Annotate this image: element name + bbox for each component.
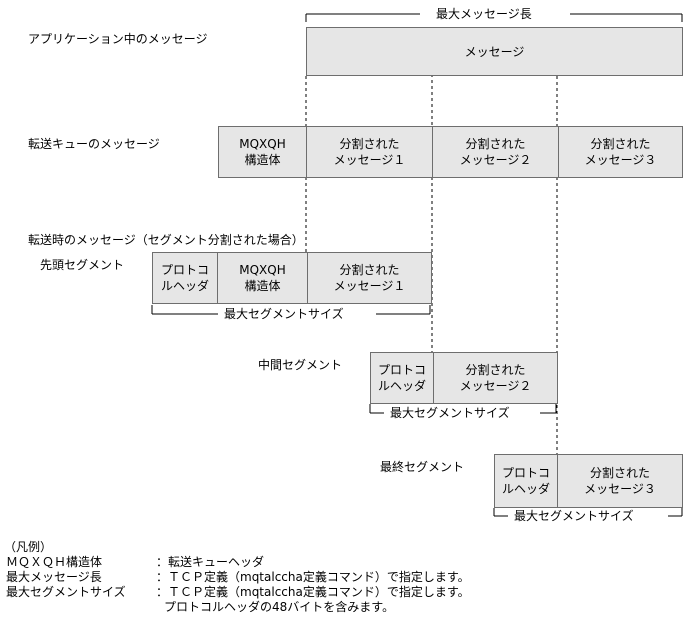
xmitq-cell-part3: 分割されたメッセージ３: [558, 127, 682, 177]
app-message-text: メッセージ: [464, 44, 525, 59]
segment2-bracket-label: 最大セグメントサイズ: [390, 406, 510, 420]
segment3-label: 最終セグメント: [380, 460, 465, 474]
segment1-bracket: [151, 305, 431, 315]
segment2-cell-part2: 分割されたメッセージ２: [433, 353, 557, 403]
segment3-cell-header: プロトコルヘッダ: [501, 466, 550, 496]
xmitq-cell-part1: 分割されたメッセージ１: [306, 127, 432, 177]
segment2-box: プロトコルヘッダ 分割されたメッセージ２: [370, 352, 558, 404]
segment2-bracket: [369, 404, 557, 414]
segment1-bracket-label: 最大セグメントサイズ: [224, 307, 344, 321]
app-message-label: アプリケーション中のメッセージ: [28, 32, 208, 46]
segment2-label: 中間セグメント: [258, 358, 343, 372]
segment1-label: 先頭セグメント: [40, 258, 125, 272]
transfer-title: 転送時のメッセージ（セグメント分割された場合）: [28, 233, 304, 247]
segment1-cell-header: プロトコルヘッダ: [160, 263, 209, 293]
segment3-bracket: [493, 508, 683, 517]
legend-note: プロトコルヘッダの48バイトを含みます。: [164, 600, 395, 614]
legend-term-mqxqh: ＭＱＸＱＨ構造体: [6, 555, 103, 569]
legend-title: （凡例）: [4, 540, 53, 554]
dashed-guides: [305, 44, 558, 454]
segment1-cell-part1: 分割されたメッセージ１: [307, 253, 431, 303]
segment2-cell-header: プロトコルヘッダ: [377, 363, 426, 393]
segment3-bracket-label: 最大セグメントサイズ: [514, 509, 634, 523]
legend-term-max-length: 最大メッセージ長: [6, 570, 102, 584]
xmitq-cell-part2: 分割されたメッセージ２: [432, 127, 558, 177]
segment3-cell-part3: 分割されたメッセージ３: [557, 455, 682, 507]
app-message-box: メッセージ: [306, 27, 683, 76]
legend-desc-max-segment: ：ＴＣＰ定義（mqtalccha定義コマンド）で指定します。: [156, 585, 470, 599]
max-message-length-label: 最大メッセージ長: [436, 7, 532, 21]
legend-desc-max-length: ：ＴＣＰ定義（mqtalccha定義コマンド）で指定します。: [156, 570, 470, 584]
segment3-box: プロトコルヘッダ 分割されたメッセージ３: [494, 454, 683, 508]
legend-desc-mqxqh: ：転送キューヘッダ: [156, 555, 265, 569]
legend-term-max-segment: 最大セグメントサイズ: [6, 585, 126, 599]
max-message-length-bracket: [305, 13, 683, 22]
xmitq-message-label: 転送キューのメッセージ: [28, 137, 160, 151]
